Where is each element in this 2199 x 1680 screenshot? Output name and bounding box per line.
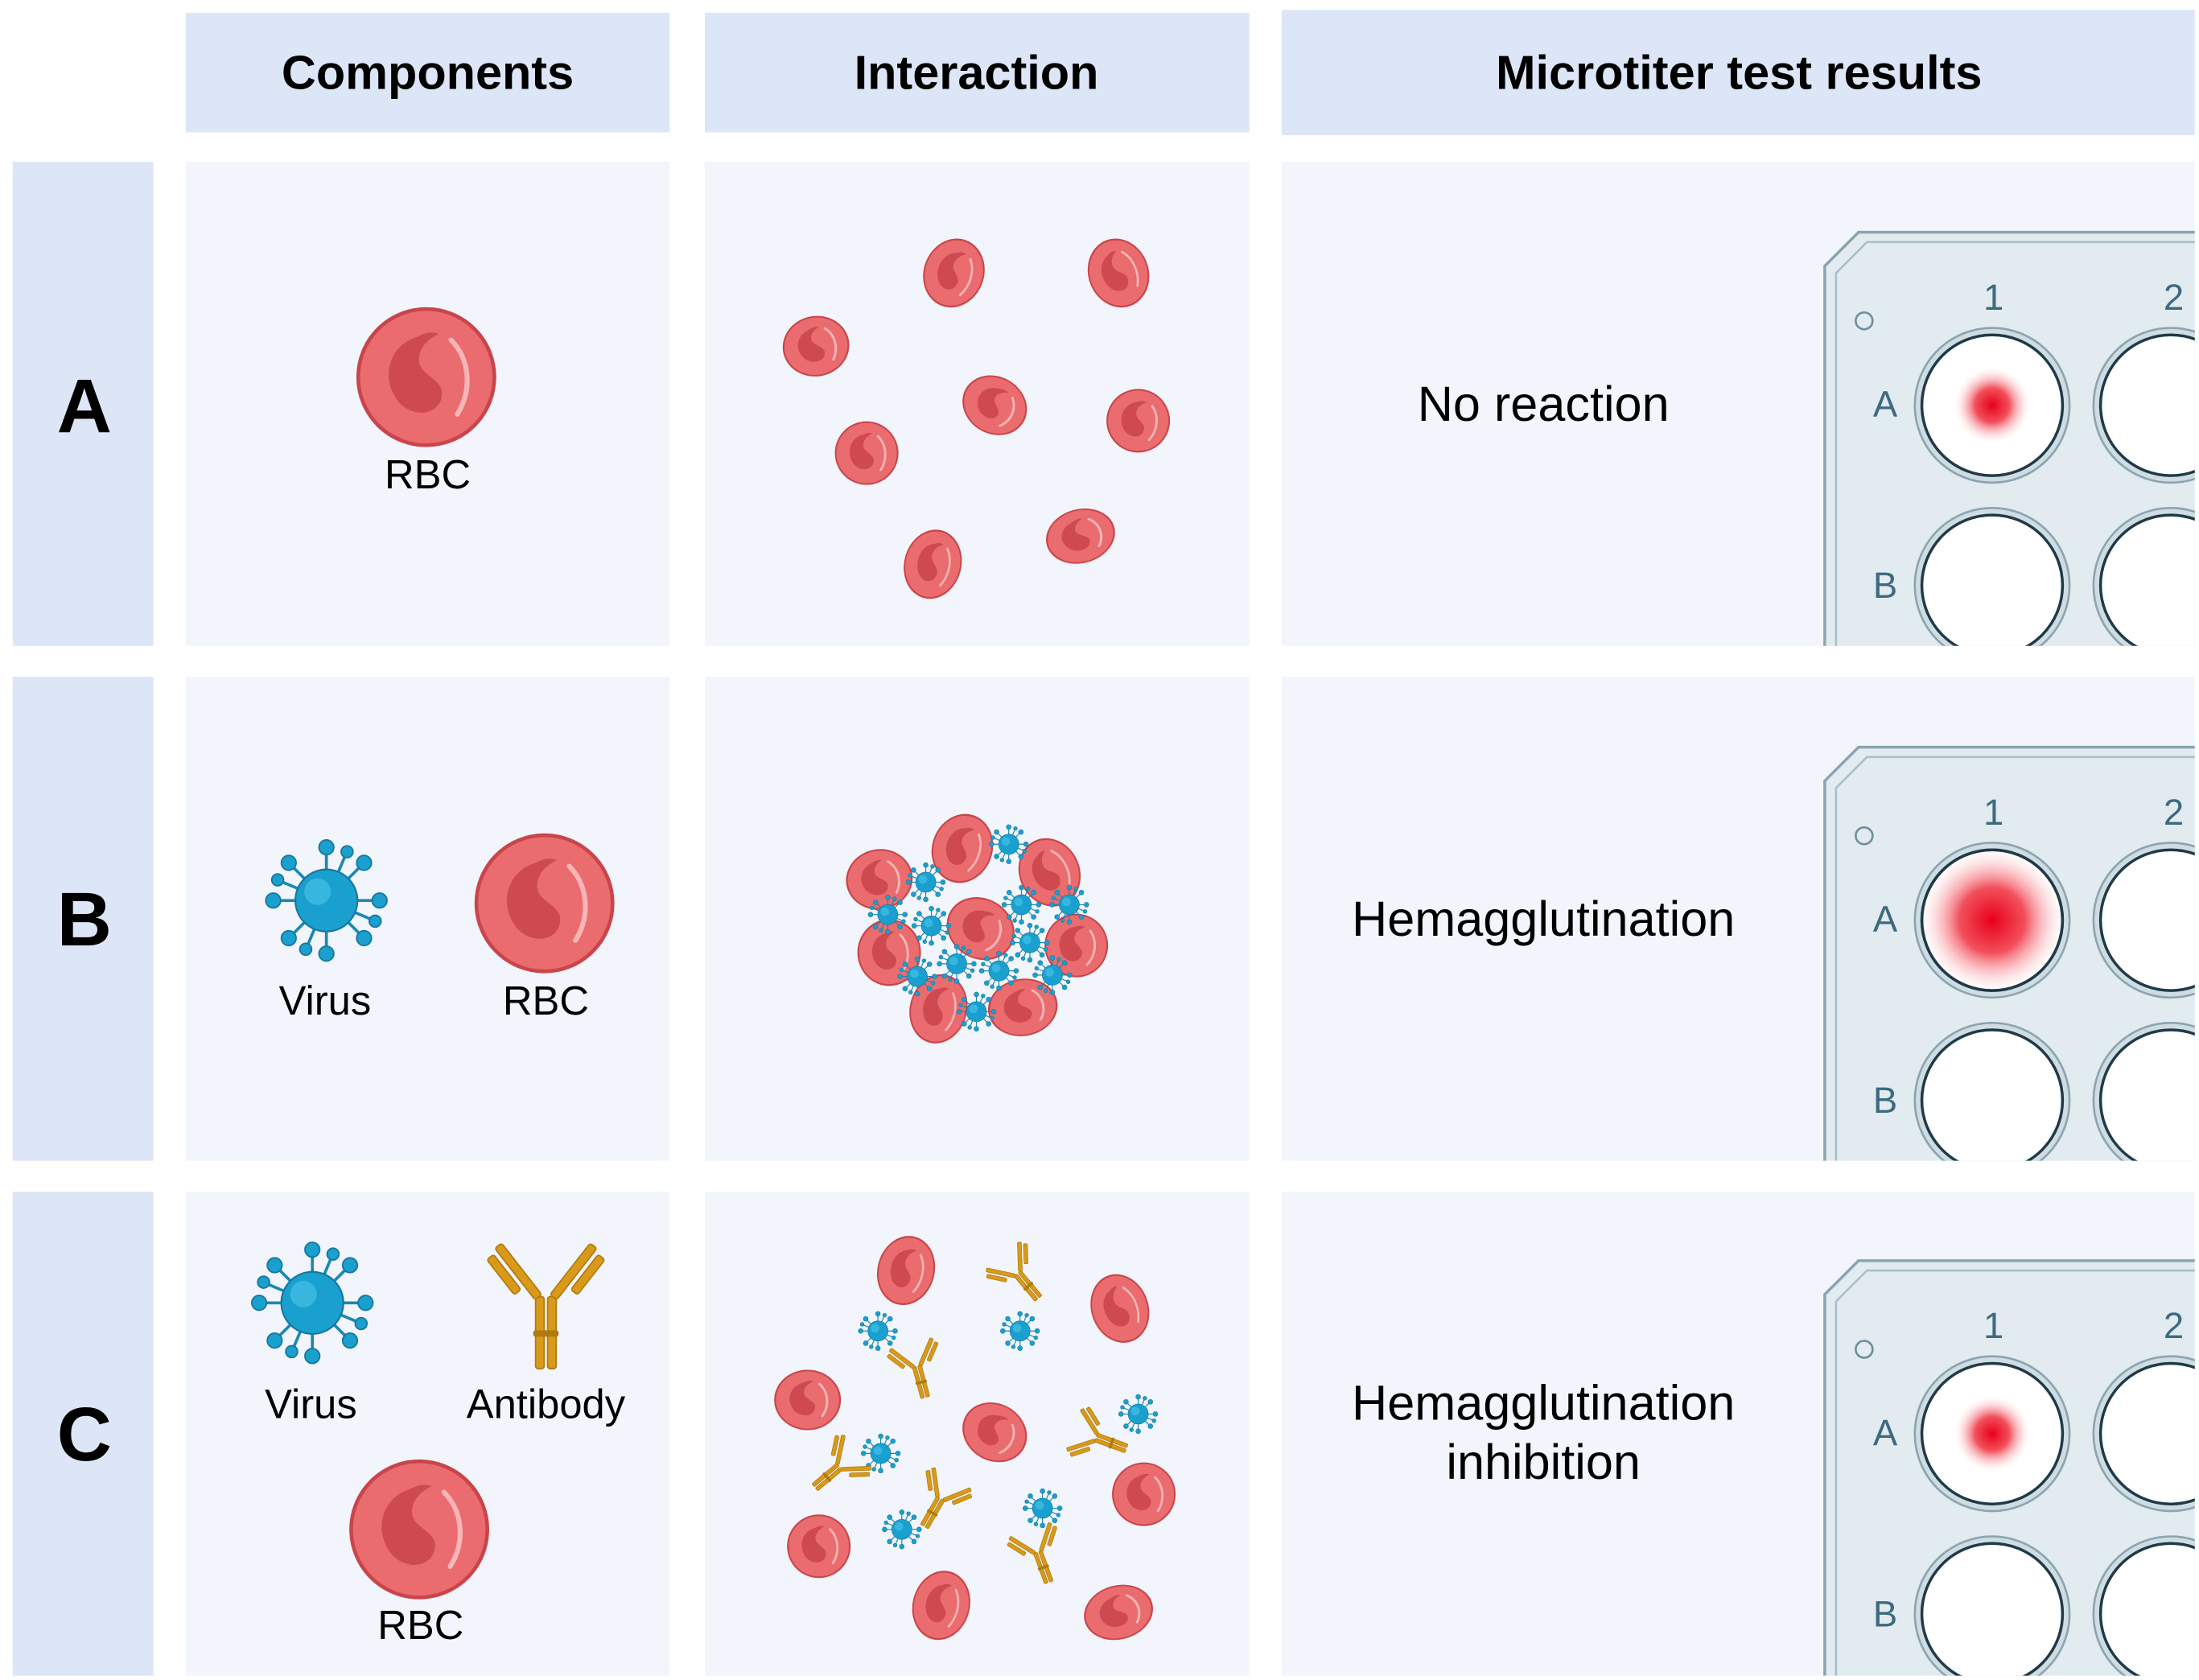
plate-col-1: 1 bbox=[1983, 1305, 2003, 1346]
row-c-virus-icon bbox=[250, 1241, 375, 1365]
row-b-microtiter-plate: 1 2 A B bbox=[1823, 745, 2195, 1161]
well-spot bbox=[1954, 1395, 2031, 1472]
well-a2 bbox=[2092, 842, 2195, 999]
row-b-label-bar bbox=[12, 677, 154, 1161]
rbc-icon bbox=[834, 421, 899, 486]
plate-col-2: 2 bbox=[2164, 792, 2184, 833]
virus-icon bbox=[1009, 922, 1050, 963]
virus-icon bbox=[867, 894, 908, 935]
plate-col-2: 2 bbox=[2164, 277, 2184, 318]
row-b-rbc-icon bbox=[476, 835, 612, 971]
plate-marker-icon bbox=[1855, 1340, 1874, 1359]
plate-col-1: 1 bbox=[1983, 792, 2003, 833]
plate-row-b: B bbox=[1873, 565, 1897, 606]
well-b2 bbox=[2092, 1535, 2195, 1676]
virus-icon bbox=[858, 1311, 899, 1352]
well-b1 bbox=[1913, 1022, 2071, 1161]
virus-icon bbox=[897, 956, 938, 997]
row-c-rbc-label: RBC bbox=[377, 1602, 463, 1648]
well-a2 bbox=[2092, 327, 2195, 484]
virus-icon bbox=[881, 1509, 922, 1550]
row-a-letter: A bbox=[57, 364, 112, 449]
well-a1 bbox=[1913, 1355, 2071, 1513]
rbc-icon bbox=[1111, 1462, 1176, 1526]
row-b-letter: B bbox=[57, 878, 112, 962]
row-c-virus-label: Virus bbox=[265, 1381, 357, 1427]
well-b1 bbox=[1913, 507, 2071, 646]
well-a1 bbox=[1913, 842, 2071, 999]
plate-col-2: 2 bbox=[2164, 1305, 2184, 1346]
header-results-box bbox=[1281, 10, 2195, 135]
plate-marker-icon bbox=[1855, 826, 1874, 846]
row-c-antibody-label: Antibody bbox=[467, 1381, 626, 1427]
row-b-rbc-label: RBC bbox=[503, 978, 589, 1023]
row-c-result-line-1: Hemagglutination bbox=[1352, 1375, 1735, 1430]
row-c-rbc-icon bbox=[351, 1461, 487, 1597]
row-a-rbc-label: RBC bbox=[385, 451, 471, 497]
rbc-icon bbox=[786, 1513, 851, 1579]
row-b-result-line-1: Hemagglutination bbox=[1352, 891, 1735, 946]
plate-row-a: A bbox=[1873, 1412, 1898, 1453]
virus-icon bbox=[978, 950, 1019, 991]
row-c-microtiter-plate: 1 2 A B bbox=[1823, 1259, 2195, 1676]
header-components: Components bbox=[282, 45, 574, 99]
row-a-result-line-1: No reaction bbox=[1418, 377, 1670, 431]
virus-icon bbox=[956, 991, 997, 1032]
well-a2 bbox=[2092, 1355, 2195, 1513]
plate-row-b: B bbox=[1873, 1593, 1897, 1634]
virus-icon bbox=[1032, 954, 1073, 995]
plate-marker-icon bbox=[1855, 311, 1874, 331]
virus-icon bbox=[999, 1311, 1040, 1352]
virus-icon bbox=[937, 943, 977, 984]
plate-row-a: A bbox=[1873, 384, 1898, 425]
header-components-box bbox=[185, 12, 670, 133]
plate-row-b: B bbox=[1873, 1080, 1897, 1121]
header-interaction-box bbox=[705, 12, 1250, 133]
well-b2 bbox=[2092, 507, 2195, 646]
well-spot bbox=[1919, 846, 2065, 994]
well-b1 bbox=[1913, 1535, 2071, 1676]
well-a1 bbox=[1913, 327, 2071, 484]
header-results: Microtiter test results bbox=[1496, 45, 1982, 99]
virus-icon bbox=[988, 824, 1029, 865]
virus-icon bbox=[1048, 884, 1089, 925]
row-b-virus-label: Virus bbox=[279, 978, 372, 1023]
virus-icon bbox=[911, 905, 952, 946]
row-a-microtiter-plate: 1 2 A B bbox=[1823, 230, 2195, 646]
virus-icon bbox=[905, 862, 946, 903]
well-spot bbox=[1954, 367, 2031, 443]
well-b2 bbox=[2092, 1022, 2195, 1161]
plate-col-1: 1 bbox=[1983, 277, 2003, 318]
virus-icon bbox=[1022, 1488, 1063, 1529]
row-c-result-line-2: inhibition bbox=[1446, 1435, 1641, 1489]
virus-icon bbox=[1001, 884, 1042, 925]
row-b-virus-icon bbox=[264, 838, 389, 963]
virus-icon bbox=[1118, 1394, 1159, 1435]
row-c-letter: C bbox=[57, 1393, 112, 1477]
row-a-rbc-icon bbox=[358, 309, 494, 445]
rbc-icon bbox=[773, 1369, 842, 1431]
row-a-label-bar bbox=[12, 162, 154, 646]
plate-row-a: A bbox=[1873, 899, 1898, 940]
row-c-label-bar bbox=[12, 1192, 154, 1676]
header-interaction: Interaction bbox=[854, 45, 1099, 99]
